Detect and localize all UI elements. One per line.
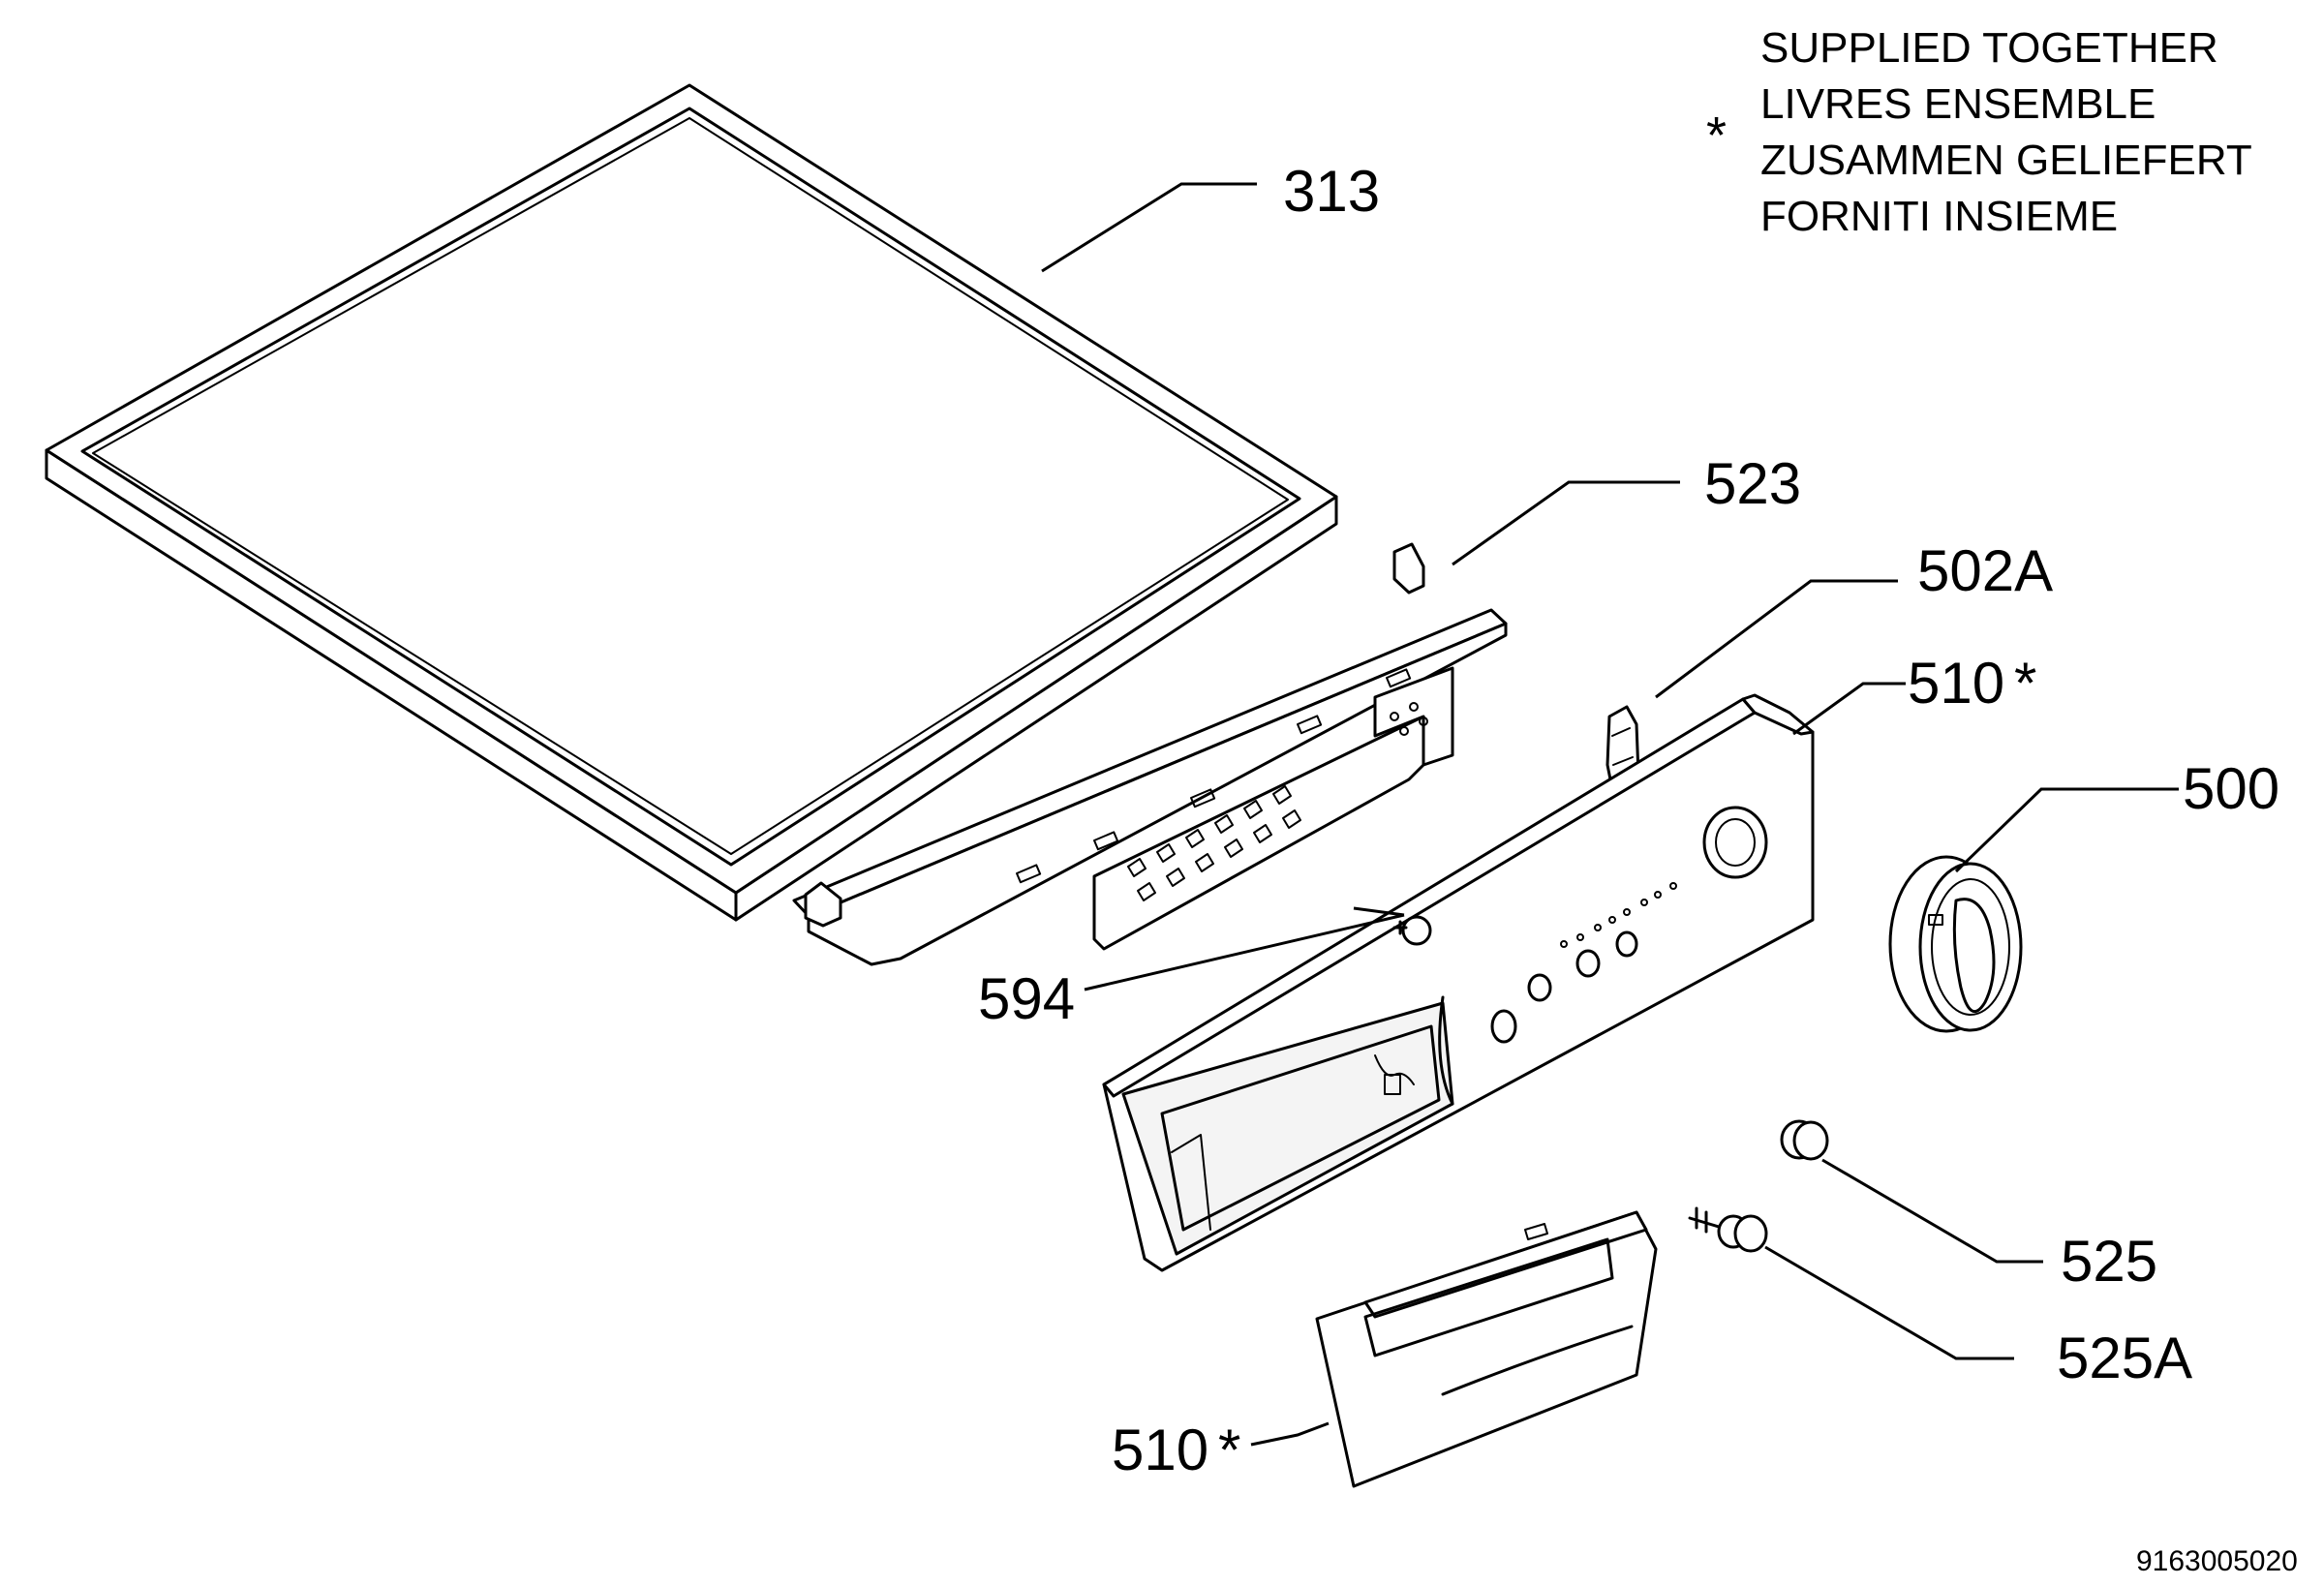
leader-313 [1041, 182, 1257, 273]
top-lid-drawing [45, 83, 1338, 922]
legend-asterisk: * [1706, 107, 1727, 165]
part-label-510-panel-mark: * [2014, 651, 2036, 716]
control-panel-fascia-drawing [1102, 693, 1815, 1272]
part-label-594: 594 [978, 966, 1075, 1031]
program-knob-drawing [1888, 855, 2023, 1033]
leader-523 [1452, 480, 1680, 566]
part-label-525: 525 [2061, 1229, 2157, 1294]
part-label-510-drawer: 510 [1112, 1418, 1208, 1482]
leader-502a [1655, 579, 1898, 699]
detergent-drawer-drawing [1315, 1210, 1658, 1488]
part-label-502a: 502A [1917, 538, 2053, 603]
button-cap-drawing [1780, 1119, 1829, 1161]
part-label-523: 523 [1704, 451, 1801, 516]
part-label-510-drawer-mark: * [1218, 1418, 1240, 1482]
part-label-313: 313 [1283, 159, 1380, 224]
leader-525a [1764, 1245, 2014, 1360]
leader-510-drawer [1250, 1421, 1330, 1447]
screw-drawing [1392, 915, 1432, 946]
leader-525 [1821, 1158, 2043, 1264]
legend-line-en: SUPPLIED TOGETHER [1760, 24, 2218, 72]
control-bracket-drawing [792, 542, 1508, 966]
leader-594-tick [1353, 906, 1405, 917]
part-label-525a: 525A [2057, 1326, 2192, 1390]
legend: * SUPPLIED TOGETHER LIVRES ENSEMBLE ZUSA… [1706, 24, 2252, 240]
drawing-number: 9163005020 [2136, 1545, 2298, 1577]
part-label-500: 500 [2183, 756, 2279, 821]
push-button-drawing [1688, 1206, 1768, 1253]
leader-500 [1954, 787, 2179, 873]
legend-line-fr: LIVRES ENSEMBLE [1760, 80, 2156, 128]
leader-594 [1084, 913, 1405, 991]
part-label-510-panel: 510 [1908, 651, 2004, 716]
leader-510-panel [1792, 682, 1906, 736]
legend-line-de: ZUSAMMEN GELIEFERT [1760, 137, 2252, 184]
legend-line-it: FORNITI INSIEME [1760, 193, 2118, 240]
